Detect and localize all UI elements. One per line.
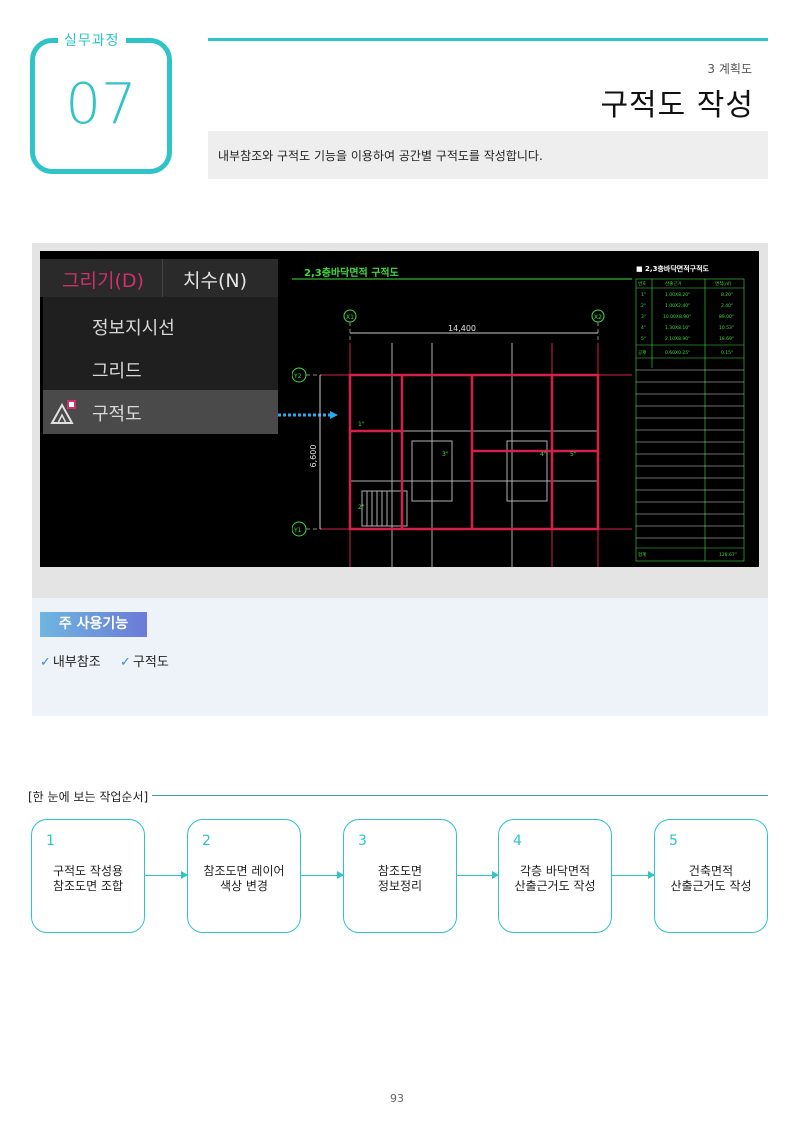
plan-title-underline <box>292 278 632 280</box>
step-line: 건축면적 <box>688 864 734 878</box>
room-label-3: 3" <box>442 451 449 458</box>
area-drawing-icon <box>50 400 76 424</box>
section-label: 3 계획도 <box>707 62 752 76</box>
step-text: 각층 바닥면적 산출근거도 작성 <box>499 864 611 894</box>
table-cell: 0.15" <box>721 350 733 356</box>
dropdown-selected-highlight <box>43 390 278 434</box>
table-cell: 10.00X8.90" <box>663 314 691 320</box>
step-line: 정보정리 <box>377 879 423 893</box>
step-line: 색상 변경 <box>220 879 268 893</box>
functions-panel <box>32 598 768 716</box>
table-cell: 128.67" <box>719 552 737 558</box>
table-cell: 1.00X8.20" <box>665 292 690 298</box>
page-number: 93 <box>390 1092 404 1105</box>
step-number: 4 <box>513 833 522 849</box>
grid-label-x2: X2 <box>594 314 602 321</box>
menu-bar <box>40 259 278 297</box>
workflow-step-4: 4 각층 바닥면적 산출근거도 작성 <box>498 819 612 933</box>
dropdown-item-area-drawing[interactable]: 구적도 <box>92 404 142 425</box>
menu-dimension[interactable]: 치수(N) <box>183 270 247 292</box>
table-cell: 18.69" <box>719 336 734 342</box>
step-line: 참조도면 조합 <box>52 879 124 893</box>
table-cell: 합계 <box>638 551 646 558</box>
function-item-xref: ✓내부참조 <box>40 651 101 670</box>
check-icon: ✓ <box>40 655 51 670</box>
grid-label-y1: Y1 <box>293 527 302 534</box>
table-header-no: 번호 <box>638 280 646 287</box>
menu-draw[interactable]: 그리기(D) <box>62 270 144 292</box>
room-label-4: 4" <box>540 451 547 458</box>
area-table: 번호 산출근거 면적(㎡) 1" 1.00X8.20" 8.20" 2" 1.0… <box>635 278 745 562</box>
table-cell: 공제 <box>638 349 646 356</box>
grid-label-x1: X1 <box>346 314 354 321</box>
grid-label-y2: Y2 <box>293 373 302 380</box>
table-cell: 2.10X8.90" <box>665 336 690 342</box>
table-cell: 1.00X2.40" <box>665 303 690 309</box>
table-cell: 10.53" <box>719 325 734 331</box>
function-item-area: ✓구적도 <box>120 651 169 670</box>
step-arrow <box>457 871 499 879</box>
workflow-step-5: 5 건축면적 산출근거도 작성 <box>654 819 768 933</box>
step-number: 5 <box>669 833 678 849</box>
workflow-step-3: 3 참조도면 정보정리 <box>343 819 457 933</box>
workflow-step-1: 1 구적도 작성용 참조도면 조합 <box>31 819 145 933</box>
table-cell: 8.20" <box>721 292 733 298</box>
functions-tag: 주 사용기능 <box>40 612 147 637</box>
table-cell: 4" <box>641 325 646 331</box>
room-label-1: 1" <box>358 421 365 428</box>
check-icon: ✓ <box>120 655 131 670</box>
dimension-horizontal: 14,400 <box>448 324 476 333</box>
room-label-5: 5" <box>570 451 577 458</box>
pointer-arrow <box>278 411 338 419</box>
workflow-title: [한 눈에 보는 작업순서] <box>28 788 153 805</box>
function-label: 내부참조 <box>52 655 101 670</box>
chapter-number: 07 <box>65 72 137 137</box>
table-header-area: 면적(㎡) <box>715 280 732 287</box>
step-arrow <box>301 871 344 879</box>
badge-label: 실무과정 <box>58 30 126 50</box>
dropdown-item-info-leader[interactable]: 정보지시선 <box>92 318 175 339</box>
dropdown-item-grid[interactable]: 그리드 <box>92 361 142 382</box>
workflow-rule <box>28 795 768 796</box>
step-line: 참조도면 레이어 <box>203 864 285 878</box>
plan-title: 2,3층바닥면적 구적도 <box>304 268 399 279</box>
step-line: 참조도면 <box>377 864 423 878</box>
step-arrow <box>612 871 655 879</box>
room-label-2: 2" <box>358 504 365 511</box>
table-cell: 5" <box>641 336 646 342</box>
table-cell: 89.00" <box>719 314 734 320</box>
step-text: 참조도면 정보정리 <box>344 864 456 894</box>
table-title: ■ 2,3층바닥면적구적도 <box>636 265 709 273</box>
table-cell: 2" <box>641 303 646 309</box>
cad-screenshot: 그리기(D) 치수(N) 정보지시선 그리드 구적도 2,3층바닥면적 구적도 <box>40 251 759 567</box>
step-line: 각층 바닥면적 <box>519 864 591 878</box>
table-cell: 1" <box>641 292 646 298</box>
function-label: 구적도 <box>132 655 169 670</box>
menu-separator <box>162 259 163 297</box>
step-text: 구적도 작성용 참조도면 조합 <box>32 864 144 894</box>
step-text: 건축면적 산출근거도 작성 <box>655 864 767 894</box>
page-title: 구적도 작성 <box>600 88 754 123</box>
description-text: 내부참조와 구적도 기능을 이용하여 공간별 구적도를 작성합니다. <box>218 149 543 163</box>
table-cell: 0.60X0.25" <box>665 350 690 356</box>
step-line: 산출근거도 작성 <box>670 879 752 893</box>
step-arrow <box>145 871 188 879</box>
step-text: 참조도면 레이어 색상 변경 <box>188 864 300 894</box>
workflow-step-2: 2 참조도면 레이어 색상 변경 <box>187 819 301 933</box>
table-header-basis: 산출근거 <box>665 280 682 287</box>
description-box <box>208 131 768 179</box>
floor-plan-drawing: X1 X2 Y2 Y1 14,400 6,600 <box>292 309 632 567</box>
step-number: 2 <box>202 833 211 849</box>
table-cell: 2.40" <box>721 303 733 309</box>
table-cell: 1.30X8.10" <box>665 325 690 331</box>
table-cell: 3" <box>641 314 646 320</box>
dimension-vertical: 6,600 <box>309 445 318 468</box>
step-number: 3 <box>358 833 367 849</box>
step-number: 1 <box>46 833 55 849</box>
step-line: 산출근거도 작성 <box>514 879 596 893</box>
step-line: 구적도 작성용 <box>52 864 124 878</box>
header-rule <box>208 38 768 41</box>
